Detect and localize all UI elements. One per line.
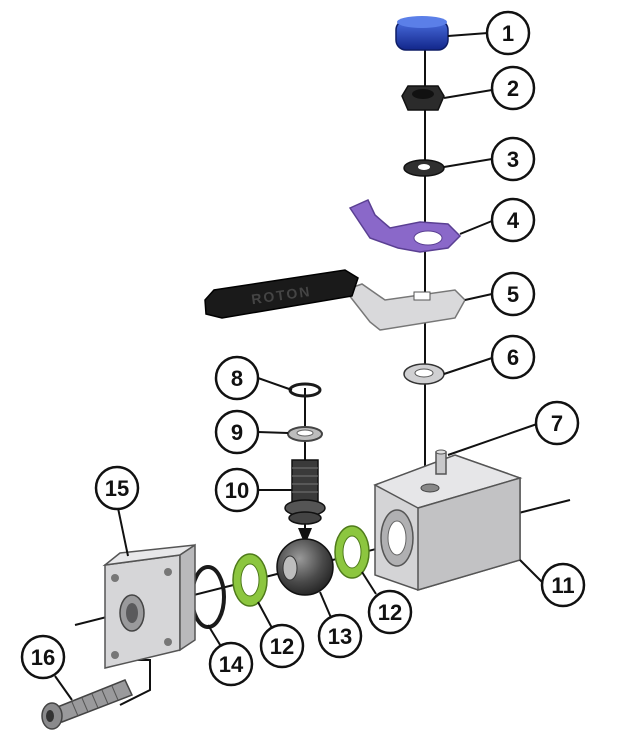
callout-15: 15 [94,465,140,511]
callout-8: 8 [214,355,260,401]
callout-7: 7 [534,400,580,446]
callout-10: 10 [214,467,260,513]
callout-14: 14 [208,641,254,687]
callout-3: 3 [490,136,536,182]
washer-part-top [403,159,445,177]
callout-6: 6 [490,334,536,380]
callout-16: 16 [20,634,66,680]
callout-9: 9 [214,409,260,455]
seat-left-part [232,553,268,607]
svg-text:1: 1 [502,21,514,46]
hex-nut-part [401,85,445,111]
leader-lines [54,32,543,701]
svg-text:13: 13 [328,624,352,649]
cap-screw-part [41,679,134,730]
stop-pin-part [435,449,447,475]
svg-text:11: 11 [551,573,574,598]
callout-11: 11 [540,562,586,608]
o-ring-large-part [190,565,226,629]
cap-part [395,16,449,51]
stop-plate-part [348,199,462,253]
svg-text:5: 5 [507,282,519,307]
svg-text:14: 14 [219,652,244,677]
svg-text:16: 16 [31,645,55,670]
svg-text:4: 4 [507,208,520,233]
svg-text:8: 8 [231,366,243,391]
end-cap-part [102,543,196,669]
callout-12-right: 12 [367,589,413,635]
svg-text:12: 12 [270,634,294,659]
ball-part [276,538,334,596]
svg-text:7: 7 [551,411,563,436]
callout-4: 4 [490,197,536,243]
callout-12-left: 12 [259,623,305,669]
svg-text:6: 6 [507,345,519,370]
svg-text:2: 2 [507,76,519,101]
valve-body-part [373,454,523,592]
svg-text:10: 10 [225,478,249,503]
packing-ring-part [287,426,323,442]
svg-text:3: 3 [507,147,519,172]
washer-part-bottom [403,363,445,385]
seat-right-part [334,525,370,579]
callout-5: 5 [490,271,536,317]
svg-text:12: 12 [378,600,402,625]
svg-text:15: 15 [105,476,129,501]
handle-part: ROTON [204,269,466,331]
svg-text:9: 9 [231,420,243,445]
callout-13: 13 [317,613,363,659]
stem-part [284,459,326,545]
callout-2: 2 [490,65,536,111]
callout-1: 1 [485,10,531,56]
